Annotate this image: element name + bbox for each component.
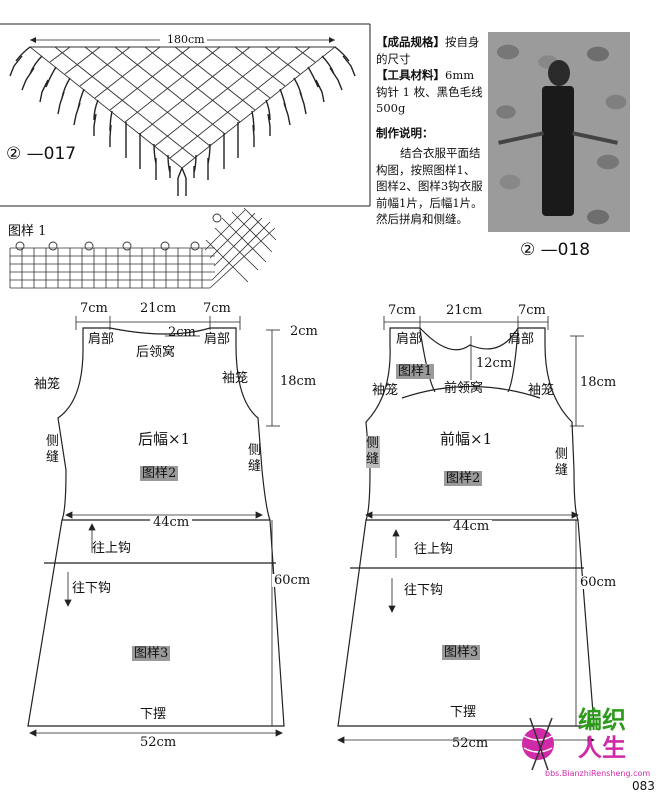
front-shoulder-right: 肩部	[508, 332, 535, 347]
front-pattern2: 图样2	[444, 471, 483, 486]
model-dress	[542, 86, 574, 216]
dress-code: ② —018	[520, 240, 591, 260]
spec-method-text: 结合衣服平面结构图，按照图样1、图样2、图样3钩衣服前幅1片，后幅1片。然后拼肩…	[376, 146, 483, 226]
back-neck-depth-side: 2cm	[290, 324, 318, 339]
spec-tools-text: 6mm钩针 1 枚、黑色毛线 500g	[376, 68, 483, 115]
back-crochet-down: 往下钩	[72, 581, 112, 596]
model-head	[548, 60, 570, 86]
back-side-left: 侧缝	[46, 434, 60, 465]
front-side-left: 侧缝	[366, 436, 380, 468]
spec-size-head: 【成品规格】	[376, 35, 445, 49]
back-neckline-label: 后领窝	[136, 345, 176, 360]
logo-text-top: 编织	[578, 706, 626, 734]
front-hem-width: 52cm	[452, 736, 489, 751]
back-bust-width: 44cm	[150, 516, 193, 529]
back-pattern2: 图样2	[140, 466, 179, 481]
back-armhole-height: 18cm	[280, 374, 317, 389]
back-side-right: 侧缝	[248, 443, 262, 474]
front-shoulder-width-left: 7cm	[388, 303, 416, 318]
model-arm-left	[498, 131, 544, 145]
back-shoulder-left: 肩部	[88, 332, 115, 347]
front-bust-width: 44cm	[450, 520, 493, 533]
back-length: 60cm	[272, 573, 313, 588]
front-shoulder-width-right: 7cm	[518, 303, 546, 318]
back-title: 后幅×1	[138, 430, 191, 448]
back-sleeve-right: 袖笼	[222, 371, 249, 386]
back-neck-width: 21cm	[140, 301, 177, 316]
back-hem-width: 52cm	[140, 735, 177, 750]
front-crochet-up: 往上钩	[414, 542, 454, 557]
shawl-fringe	[9, 46, 356, 196]
spec-size-text: 按自身的尺寸	[376, 35, 480, 66]
front-pattern3: 图样3	[442, 645, 481, 660]
front-neck-depth: 12cm	[476, 356, 513, 371]
back-hem-label: 下摆	[140, 707, 167, 722]
back-shoulder-width-right: 7cm	[203, 301, 231, 316]
shawl-code: ② —017	[6, 144, 77, 164]
shawl-triangle	[28, 46, 337, 169]
front-hem-label: 下摆	[450, 705, 477, 720]
front-neckline-label: 前领窝	[444, 381, 484, 396]
pattern1-motifs	[15, 213, 222, 251]
logo-yarn-ball	[522, 717, 554, 771]
shawl-width-label: 180cm	[165, 33, 207, 46]
front-armhole-height: 18cm	[580, 375, 617, 390]
front-shoulder-left: 肩部	[396, 332, 423, 347]
front-sleeve-right: 袖笼	[528, 383, 555, 398]
back-shoulder-right: 肩部	[204, 332, 231, 347]
back-sleeve-left: 袖笼	[34, 377, 61, 392]
spec-tools-head: 【工具材料】	[376, 68, 445, 82]
back-dimensions	[29, 316, 283, 737]
front-sleeve-left: 袖笼	[372, 383, 399, 398]
front-length: 60cm	[578, 575, 619, 590]
front-pattern1: 图样1	[396, 364, 435, 379]
model-arm-right	[572, 131, 618, 145]
logo-text-bottom: 人生	[578, 734, 626, 762]
back-neck-depth: 2cm	[168, 325, 196, 340]
front-title: 前幅×1	[440, 430, 493, 448]
front-crochet-down: 往下钩	[404, 583, 444, 598]
pattern1-label: 图样 1	[8, 224, 47, 239]
front-neck-width: 21cm	[446, 303, 483, 318]
spec-method-head: 制作说明：	[376, 125, 434, 140]
spec-text-block: 【成品规格】按自身的尺寸 【工具材料】6mm钩针 1 枚、黑色毛线 500g 制…	[376, 34, 484, 228]
logo-url: bbs.BianzhiRensheng.com	[545, 769, 651, 778]
front-side-right: 侧缝	[555, 447, 569, 478]
page-number: 083	[632, 779, 655, 793]
back-shoulder-width-left: 7cm	[80, 301, 108, 316]
back-pattern3: 图样3	[132, 646, 171, 661]
back-crochet-up: 往上钩	[92, 541, 132, 556]
pattern1-grid	[9, 207, 277, 289]
model-photo	[488, 32, 630, 232]
